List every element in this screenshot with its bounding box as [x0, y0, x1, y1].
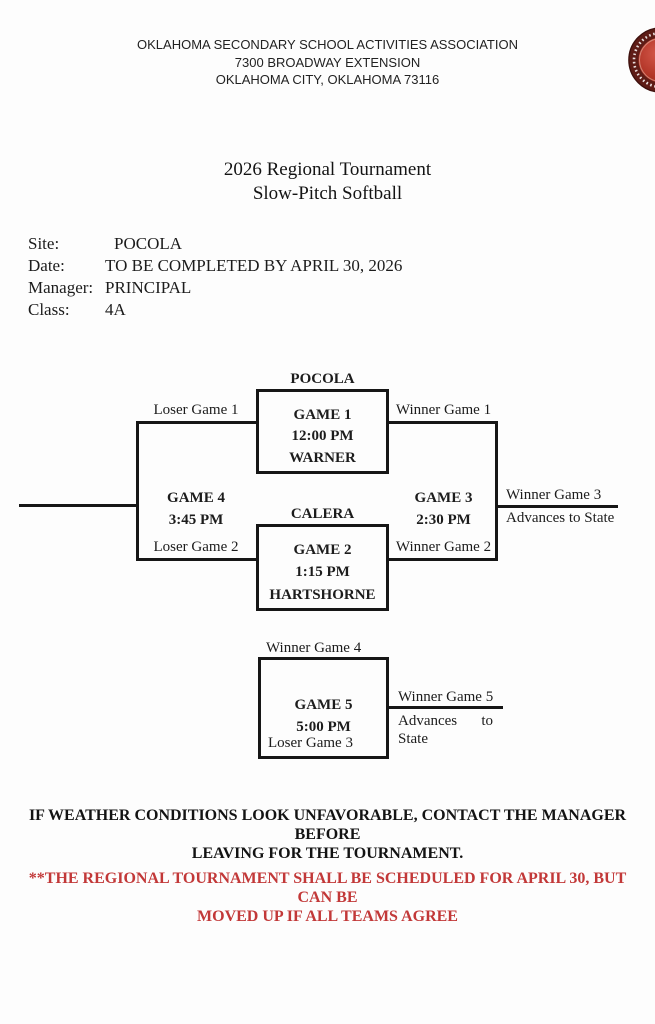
game5-box: GAME 5 5:00 PM Loser Game 3: [258, 657, 389, 759]
info-row-manager: Manager: PRINCIPAL: [28, 278, 191, 298]
game2-box: GAME 2 1:15 PM HARTSHORNE: [256, 524, 389, 611]
org-city: OKLAHOMA CITY, OKLAHOMA 73116: [215, 72, 440, 87]
game3-time: 2:30 PM: [416, 512, 471, 528]
right-join-line: [495, 421, 498, 561]
reschedule-notice-line1: **THE REGIONAL TOURNAMENT SHALL BE SCHED…: [28, 870, 627, 906]
weather-notice: IF WEATHER CONDITIONS LOOK UNFAVORABLE, …: [10, 806, 645, 863]
winner-game2-line: [389, 558, 498, 561]
reschedule-notice: **THE REGIONAL TOURNAMENT SHALL BE SCHED…: [10, 869, 645, 926]
game2-top-team-label: CALERA: [290, 506, 355, 522]
left-join-line: [136, 421, 139, 561]
title-line2: Slow-Pitch Softball: [252, 183, 403, 204]
document-title: 2026 Regional Tournament Slow-Pitch Soft…: [0, 158, 655, 206]
site-value: POCOLA: [114, 234, 183, 253]
loser-game2-line: [136, 558, 256, 561]
game3-text: GAME 3 2:30 PM: [389, 487, 498, 531]
loser-game1-label: Loser Game 1: [153, 402, 239, 418]
title-line1: 2026 Regional Tournament: [223, 159, 432, 180]
weather-notice-line1: IF WEATHER CONDITIONS LOOK UNFAVORABLE, …: [28, 807, 627, 843]
game3-name: GAME 3: [414, 490, 473, 506]
org-name: OKLAHOMA SECONDARY SCHOOL ACTIVITIES ASS…: [137, 37, 518, 52]
org-header: OKLAHOMA SECONDARY SCHOOL ACTIVITIES ASS…: [0, 36, 655, 89]
game5-advance-note: Advances to State: [398, 713, 493, 747]
manager-label: Manager:: [28, 278, 94, 297]
game2-time: 1:15 PM: [295, 564, 350, 580]
winner-game3-advance-line: [495, 505, 618, 508]
date-label: Date:: [28, 256, 65, 275]
class-value: 4A: [105, 300, 126, 319]
game1-time: 12:00 PM: [291, 428, 354, 444]
game4-time: 3:45 PM: [168, 512, 224, 528]
site-label: Site:: [28, 234, 60, 253]
loser-game3-label: Loser Game 3: [268, 735, 353, 751]
game1-top-team-label: POCOLA: [290, 371, 355, 387]
game1-box: GAME 1 12:00 PM WARNER: [256, 389, 389, 474]
game2-name: GAME 2: [293, 542, 352, 558]
game4-name: GAME 4: [167, 490, 225, 506]
game5-time: 5:00 PM: [296, 719, 351, 735]
info-row-site: Site: POCOLA: [28, 234, 182, 254]
game2-bottom-team-label: HARTSHORNE: [269, 587, 376, 603]
loser-game1-line: [136, 421, 256, 424]
game5-name: GAME 5: [294, 697, 353, 713]
winner-game1-label: Winner Game 1: [395, 402, 492, 418]
osssa-seal-icon: [627, 26, 655, 94]
date-value: TO BE COMPLETED BY APRIL 30, 2026: [105, 256, 403, 275]
winner-game1-line: [389, 421, 498, 424]
winner-game4-label: Winner Game 4: [266, 640, 362, 656]
reschedule-notice-line2: MOVED UP IF ALL TEAMS AGREE: [197, 908, 458, 925]
loser-game2-label: Loser Game 2: [153, 539, 239, 555]
game3-advance-note: Advances to State: [506, 510, 615, 526]
manager-value: PRINCIPAL: [105, 278, 192, 297]
winner-game2-label: Winner Game 2: [395, 539, 492, 555]
org-address: 7300 BROADWAY EXTENSION: [234, 54, 421, 70]
info-row-class: Class: 4A: [28, 300, 126, 320]
winner-game3-label: Winner Game 3: [506, 487, 602, 503]
class-label: Class:: [28, 300, 70, 319]
game4-text: GAME 4 3:45 PM: [136, 487, 256, 531]
info-row-date: Date: TO BE COMPLETED BY APRIL 30, 2026: [28, 256, 402, 276]
game1-bottom-team-label: WARNER: [289, 450, 356, 466]
winner-game5-label: Winner Game 5: [398, 689, 494, 705]
game1-name: GAME 1: [293, 407, 352, 423]
weather-notice-line2: LEAVING FOR THE TOURNAMENT.: [191, 845, 464, 862]
winner-game5-advance-line: [389, 706, 503, 709]
game4-feeder-line: [19, 504, 139, 507]
